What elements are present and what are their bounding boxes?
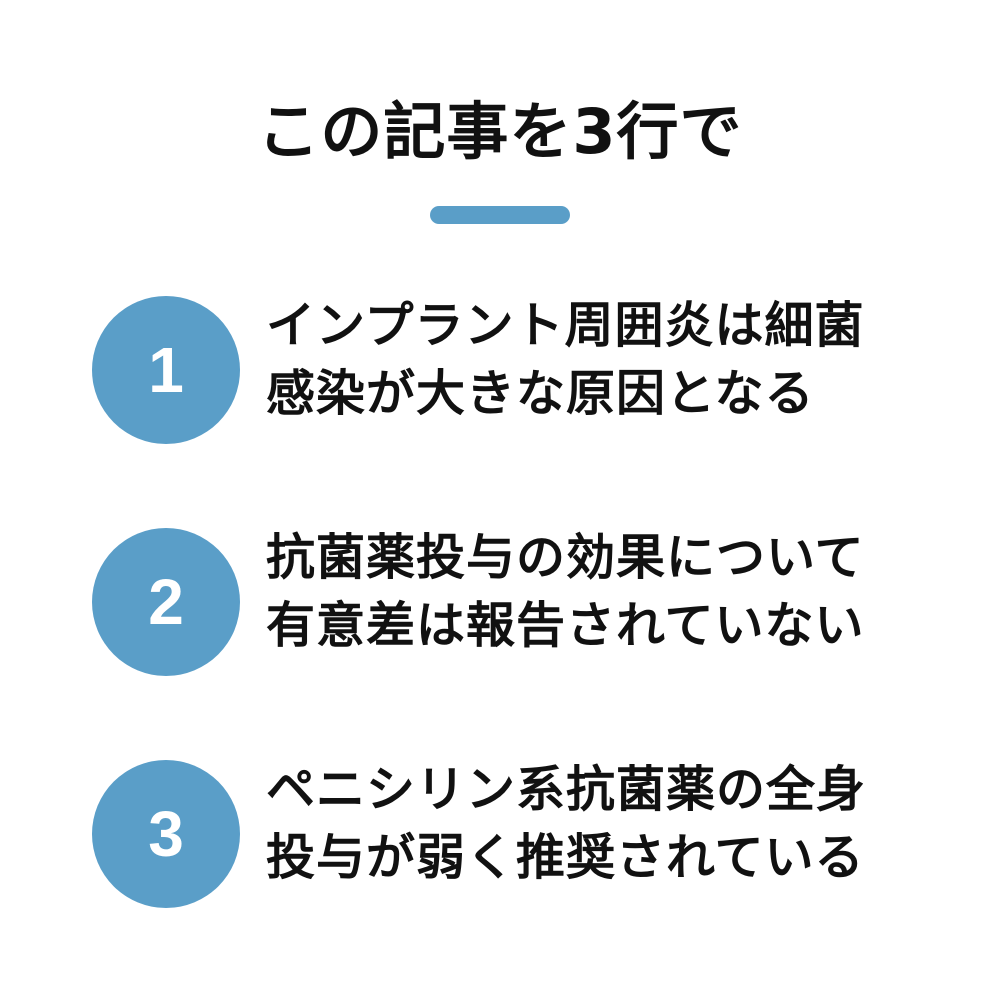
point-line: インプラント周囲炎は細菌 (266, 297, 865, 354)
point-line: 投与が弱く推奨されている (266, 829, 865, 886)
summary-point-3: 3 ペニシリン系抗菌薬の全身 投与が弱く推奨されている (92, 760, 972, 910)
point-line: 感染が大きな原因となる (266, 365, 815, 422)
point-text: 抗菌薬投与の効果について 有意差は報告されていない (266, 524, 966, 660)
number-badge: 2 (92, 528, 240, 676)
point-line: 抗菌薬投与の効果について (266, 529, 865, 586)
point-line: ペニシリン系抗菌薬の全身 (266, 761, 867, 818)
summary-point-2: 2 抗菌薬投与の効果について 有意差は報告されていない (92, 528, 972, 678)
point-line: 有意差は報告されていない (266, 597, 865, 654)
page-title: この記事を3行で (257, 95, 743, 168)
summary-point-1: 1 インプラント周囲炎は細菌 感染が大きな原因となる (92, 296, 972, 446)
point-text: インプラント周囲炎は細菌 感染が大きな原因となる (266, 292, 966, 428)
title-underline (430, 206, 570, 224)
point-text: ペニシリン系抗菌薬の全身 投与が弱く推奨されている (266, 756, 966, 892)
number-badge: 1 (92, 296, 240, 444)
number-badge: 3 (92, 760, 240, 908)
